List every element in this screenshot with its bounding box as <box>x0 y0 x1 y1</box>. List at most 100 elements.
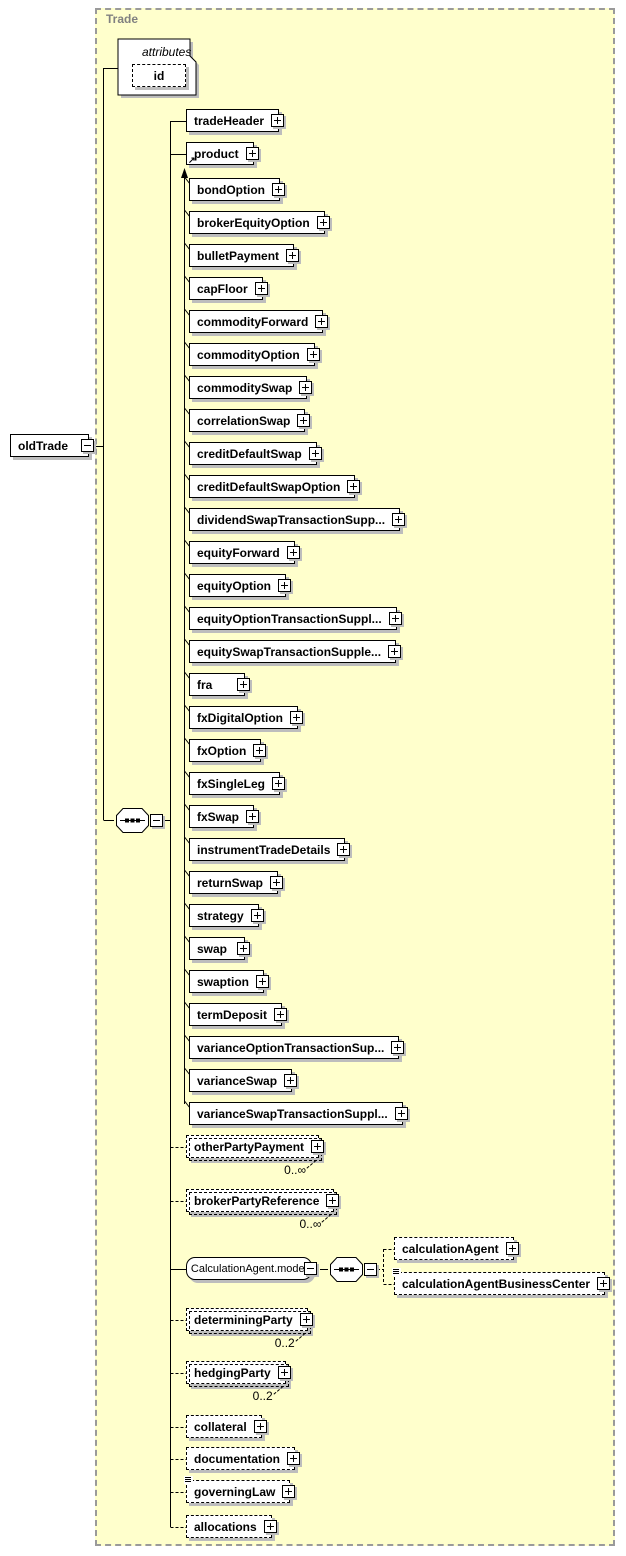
expand-icon[interactable] <box>308 447 322 460</box>
expand-icon[interactable] <box>337 843 351 856</box>
expand-icon[interactable] <box>505 1242 519 1255</box>
element-returnSwap[interactable]: returnSwap <box>189 871 284 894</box>
expand-icon[interactable] <box>263 1520 277 1533</box>
element-determiningParty-label: determiningParty <box>194 1312 293 1327</box>
element-dividendSwapTransactionSupp[interactable]: dividendSwapTransactionSupp... <box>189 508 406 531</box>
expand-icon[interactable] <box>250 909 264 922</box>
expand-icon[interactable] <box>274 1008 288 1021</box>
element-commodityForward[interactable]: commodityForward <box>189 310 329 333</box>
expand-icon[interactable] <box>237 678 250 691</box>
element-bulletPayment[interactable]: bulletPayment <box>189 244 300 267</box>
collapse-icon[interactable] <box>304 1262 317 1275</box>
element-termDeposit[interactable]: termDeposit <box>189 1003 288 1026</box>
expand-icon[interactable] <box>271 183 285 196</box>
expand-icon[interactable] <box>271 114 285 127</box>
expand-icon[interactable] <box>278 579 291 592</box>
element-allocations[interactable]: allocations <box>186 1515 277 1538</box>
element-fra[interactable]: fra <box>189 673 250 696</box>
attribute-id[interactable]: id <box>132 64 186 87</box>
expand-icon[interactable] <box>284 1074 298 1087</box>
element-equityForward-label: equityForward <box>197 545 280 560</box>
expand-icon[interactable] <box>315 315 329 328</box>
element-varianceSwap[interactable]: varianceSwap <box>189 1069 298 1092</box>
element-commodityOption[interactable]: commodityOption <box>189 343 320 366</box>
expand-icon[interactable] <box>299 1313 313 1326</box>
element-product[interactable]: product↗ <box>186 142 259 165</box>
expand-icon[interactable] <box>272 777 286 790</box>
expand-icon[interactable] <box>299 381 313 394</box>
expand-icon[interactable] <box>347 480 361 493</box>
expand-icon[interactable] <box>254 282 268 295</box>
element-fxDigitalOption[interactable]: fxDigitalOption <box>189 706 303 729</box>
expand-icon[interactable] <box>246 810 260 823</box>
element-calculationAgent[interactable]: calculationAgent <box>394 1237 519 1260</box>
element-creditDefaultSwapOption[interactable]: creditDefaultSwapOption <box>189 475 361 498</box>
element-instrumentTradeDetails[interactable]: instrumentTradeDetails <box>189 838 351 861</box>
element-strategy[interactable]: strategy <box>189 904 264 927</box>
expand-icon[interactable] <box>270 876 284 889</box>
element-creditDefaultSwap[interactable]: creditDefaultSwap <box>189 442 322 465</box>
expand-icon[interactable] <box>394 1107 408 1120</box>
expand-icon[interactable] <box>256 975 270 988</box>
expand-icon[interactable] <box>245 147 259 160</box>
expand-icon[interactable] <box>290 711 303 724</box>
collapse-icon[interactable] <box>81 439 94 452</box>
element-swap[interactable]: swap <box>189 937 250 960</box>
element-tradeHeader-label: tradeHeader <box>194 113 265 128</box>
element-correlationSwap[interactable]: correlationSwap <box>189 409 311 432</box>
expand-icon[interactable] <box>388 612 402 625</box>
element-varianceOptionTransactionSup[interactable]: varianceOptionTransactionSup... <box>189 1036 405 1059</box>
element-swaption[interactable]: swaption <box>189 970 270 993</box>
expand-icon[interactable] <box>391 1041 405 1054</box>
expand-icon[interactable] <box>311 1140 325 1153</box>
element-equityOptionTransactionSuppl[interactable]: equityOptionTransactionSuppl... <box>189 607 402 630</box>
element-documentation[interactable]: documentation <box>186 1447 300 1470</box>
element-varianceSwapTransactionSuppl[interactable]: varianceSwapTransactionSuppl... <box>189 1102 408 1125</box>
group-CalculationAgent-model[interactable]: CalculationAgent.model <box>186 1257 317 1280</box>
calculation-agent-sequence[interactable] <box>328 1257 377 1282</box>
expand-icon[interactable] <box>286 249 300 262</box>
element-governingLaw[interactable]: governingLaw <box>184 1476 296 1503</box>
element-tradeHeader[interactable]: tradeHeader <box>186 109 285 132</box>
element-creditDefaultSwapOption-label: creditDefaultSwapOption <box>197 479 341 494</box>
element-equityForward[interactable]: equityForward <box>189 541 300 564</box>
element-calculationAgent-label: calculationAgent <box>402 1241 499 1256</box>
expand-icon[interactable] <box>253 1420 267 1433</box>
sequence-compositor[interactable] <box>114 808 163 833</box>
element-fxSwap[interactable]: fxSwap <box>189 805 260 828</box>
substitution-group-icon: ↗ <box>188 155 196 165</box>
expand-icon[interactable] <box>287 1452 300 1465</box>
element-equitySwapTransactionSupple[interactable]: equitySwapTransactionSupple... <box>189 640 402 663</box>
expand-icon[interactable] <box>392 513 406 526</box>
expand-icon[interactable] <box>316 216 330 229</box>
expand-icon[interactable] <box>306 348 320 361</box>
expand-icon[interactable] <box>388 645 402 658</box>
element-fxSingleLeg[interactable]: fxSingleLeg <box>189 772 286 795</box>
collapse-icon[interactable] <box>150 814 163 827</box>
element-equityOption[interactable]: equityOption <box>189 574 291 597</box>
element-calculationAgentBusinessCenter[interactable]: calculationAgentBusinessCenter <box>392 1268 611 1295</box>
element-strategy-label: strategy <box>197 908 244 923</box>
element-brokerEquityOption[interactable]: brokerEquityOption <box>189 211 330 234</box>
element-fxOption[interactable]: fxOption <box>189 739 267 762</box>
expand-icon[interactable] <box>282 1485 296 1498</box>
expand-icon[interactable] <box>597 1277 611 1290</box>
expand-icon[interactable] <box>286 546 300 559</box>
expand-icon[interactable] <box>253 744 267 757</box>
expand-icon[interactable] <box>297 414 311 427</box>
element-collateral[interactable]: collateral <box>186 1415 267 1438</box>
expand-icon[interactable] <box>326 1194 340 1207</box>
element-bondOption[interactable]: bondOption <box>189 178 285 201</box>
element-swap-label: swap <box>197 941 228 956</box>
expand-icon[interactable] <box>237 942 250 955</box>
element-commoditySwap[interactable]: commoditySwap <box>189 376 313 399</box>
collapse-icon[interactable] <box>364 1263 377 1276</box>
expand-icon[interactable] <box>277 1366 291 1379</box>
element-capFloor[interactable]: capFloor <box>189 277 268 300</box>
element-creditDefaultSwap-label: creditDefaultSwap <box>197 446 302 461</box>
element-oldTrade[interactable]: oldTrade <box>10 434 94 457</box>
